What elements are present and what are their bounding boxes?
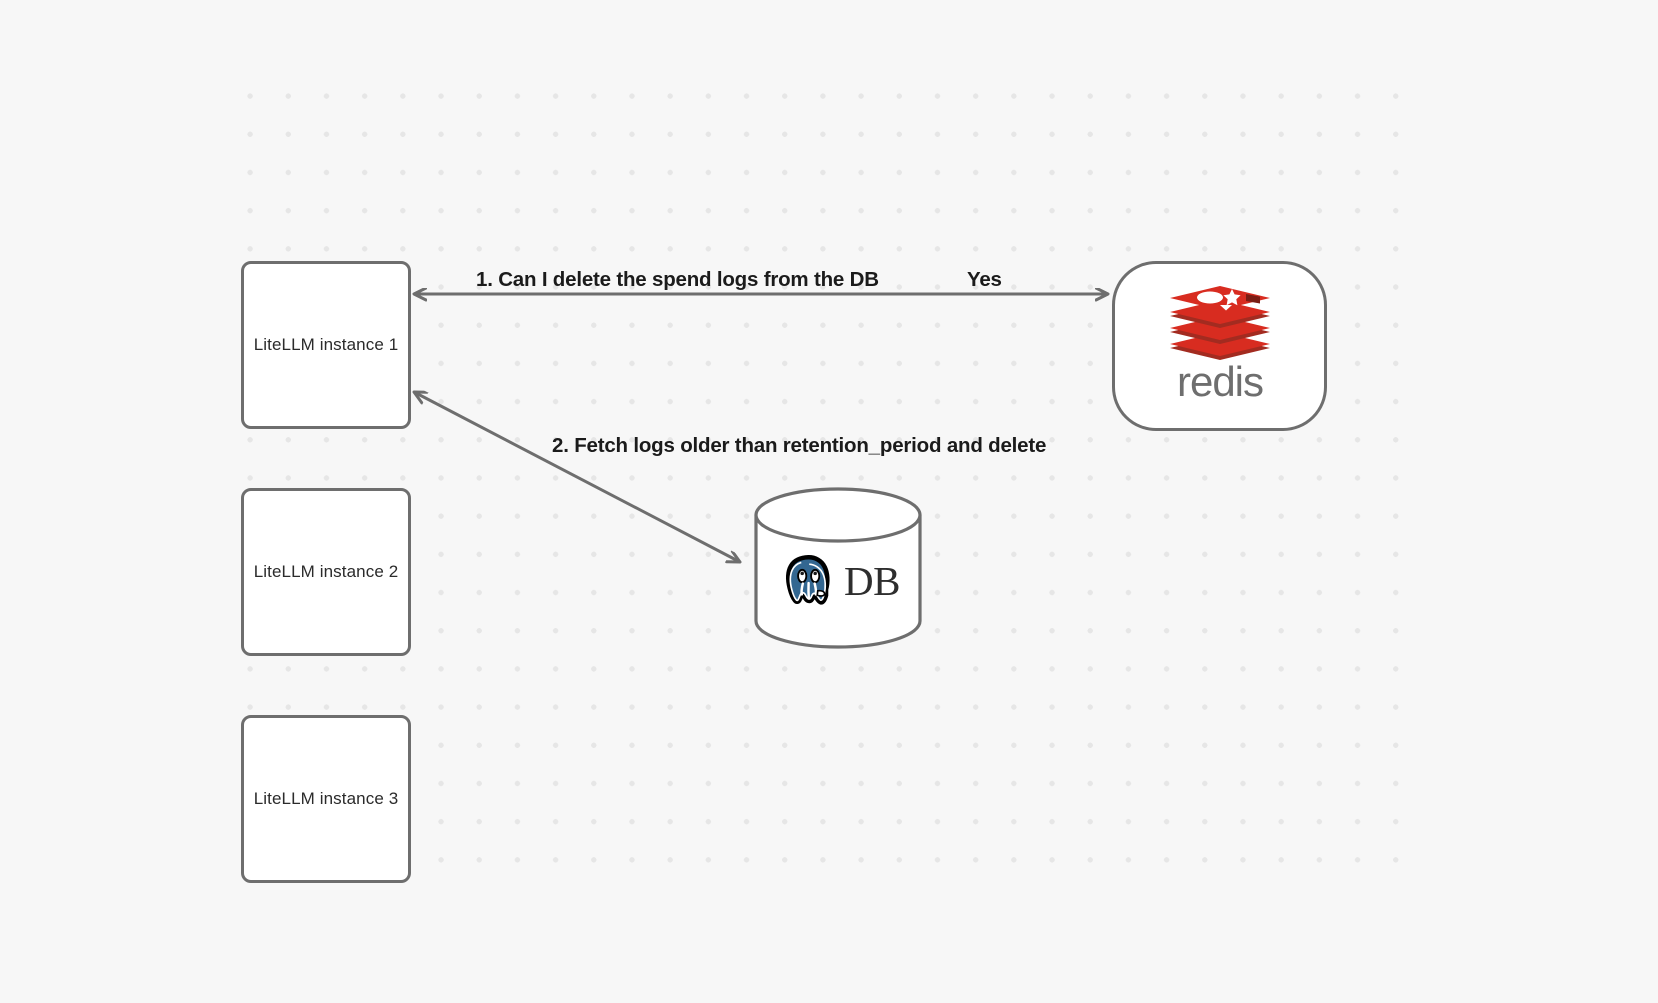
node-litellm-instance-3[interactable]: LiteLLM instance 3 [241, 715, 411, 883]
svg-text:redis: redis [1176, 362, 1262, 405]
node-database[interactable]: DB [752, 487, 924, 649]
redis-stack-logo-icon [1169, 286, 1270, 360]
node-redis[interactable]: redis [1112, 261, 1327, 431]
node-litellm-instance-1[interactable]: LiteLLM instance 1 [241, 261, 411, 429]
postgresql-elephant-logo-icon [786, 555, 830, 605]
node-litellm-instance-2-label: LiteLLM instance 2 [253, 562, 399, 581]
edge-litellm1-database [414, 392, 740, 562]
edge-label-step-2: 2. Fetch logs older than retention_perio… [552, 434, 1047, 457]
node-litellm-instance-1-label: LiteLLM instance 1 [253, 335, 399, 354]
node-litellm-instance-2[interactable]: LiteLLM instance 2 [241, 488, 411, 656]
redis-wordmark-icon: redis [1176, 362, 1263, 405]
edge-label-step-1: 1. Can I delete the spend logs from the … [476, 268, 879, 291]
edge-label-step-1-answer: Yes [967, 268, 1002, 291]
database-label: DB [844, 557, 900, 604]
database-cylinder-icon [754, 487, 922, 649]
node-litellm-instance-3-label: LiteLLM instance 3 [253, 789, 399, 808]
